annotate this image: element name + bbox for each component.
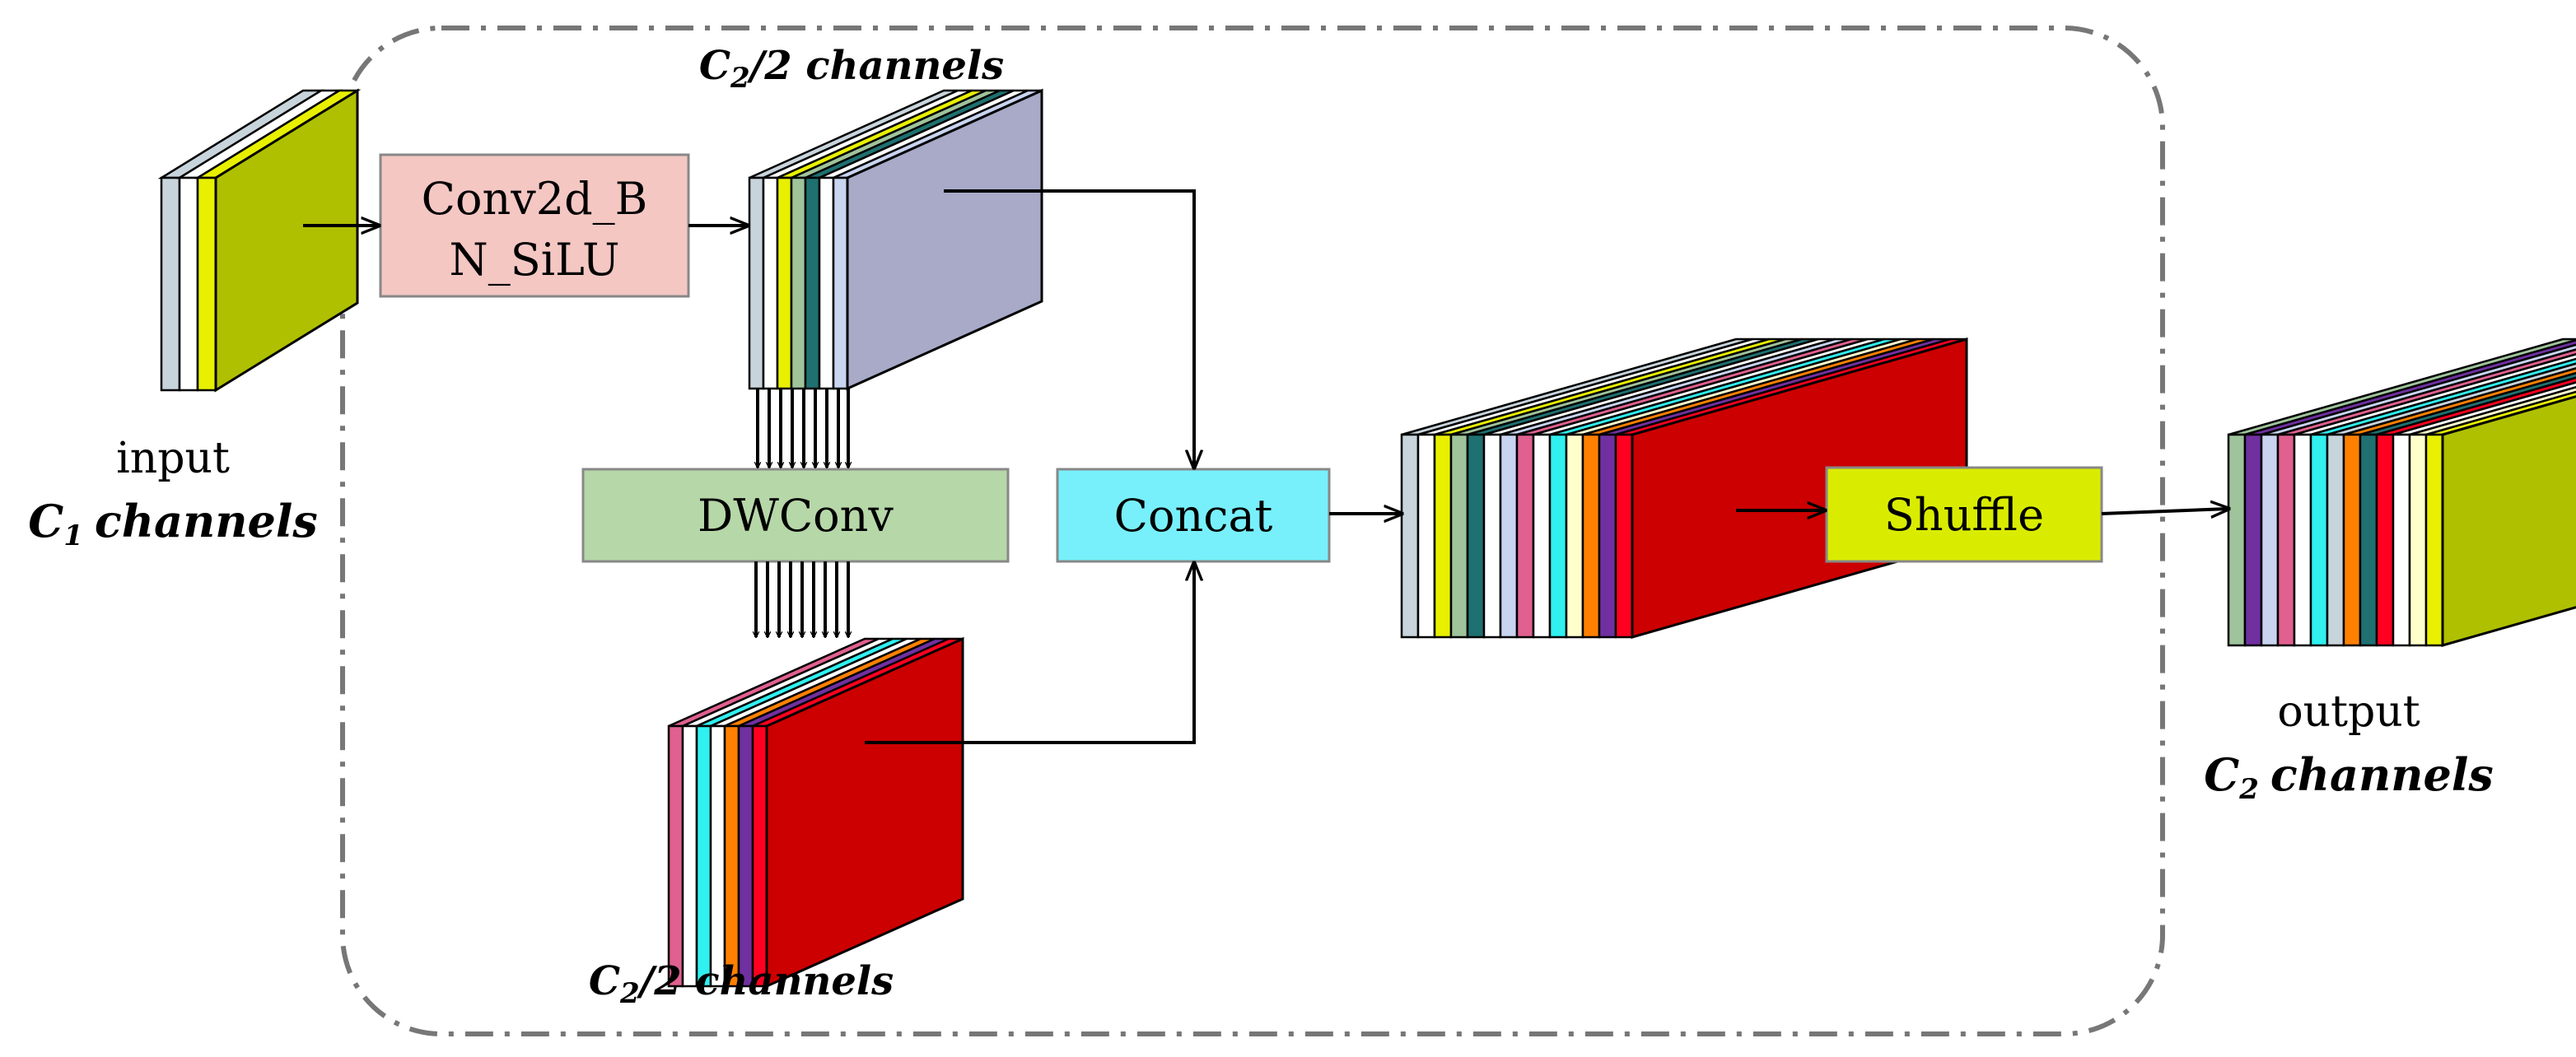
tensor-slice	[1482, 433, 1502, 639]
tensor-slice	[1598, 433, 1617, 639]
split-arrows-top	[758, 389, 848, 468]
edge-shuffle-to-output	[2101, 509, 2228, 514]
tensor-slice	[751, 724, 768, 988]
tensor-slice	[2243, 433, 2263, 647]
tensor-slice	[681, 724, 698, 988]
tensor-slice	[818, 176, 835, 390]
tensor-slice	[1565, 433, 1584, 639]
tensor-slice	[1400, 433, 1420, 639]
tensor-slice	[1466, 433, 1486, 639]
concat-tensor-icon	[1400, 338, 1968, 639]
shuffle-box: Shuffle	[1825, 466, 2103, 563]
tensor-side-face	[765, 636, 964, 989]
split-arrows-bottom	[756, 561, 848, 637]
tensor-side-face	[214, 88, 359, 393]
shuffle-label: Shuffle	[1884, 489, 2044, 541]
input-tensor-icon	[157, 88, 362, 393]
tensor-slice	[1416, 433, 1436, 639]
tensor-slice	[1581, 433, 1601, 639]
tensor-slice	[762, 176, 779, 390]
tensor-slice	[709, 724, 726, 988]
tensor-slice	[790, 176, 807, 390]
tensor-slice	[776, 176, 793, 390]
tensor-slice	[1499, 433, 1519, 639]
top-channels-label: C2/2 channels	[699, 43, 1004, 95]
tensor-slice	[178, 176, 199, 392]
tensor-slice	[2227, 433, 2247, 647]
tensor-slice	[2359, 433, 2378, 647]
tensor-slice	[1548, 433, 1568, 639]
conv-label-line2: N_SiLU	[450, 234, 620, 286]
tensor-slice	[2392, 433, 2411, 647]
bottom-half-tensor-icon	[667, 636, 964, 989]
concat-box: Concat	[1056, 468, 1331, 563]
tensor-slice	[737, 724, 754, 988]
tensor-slice	[804, 176, 821, 390]
tensor-slice	[2326, 433, 2345, 647]
concat-label: Concat	[1114, 490, 1273, 542]
dwconv-box: DWConv	[581, 468, 1010, 563]
tensor-side-face	[846, 88, 1043, 391]
tensor-side-face	[2441, 395, 2576, 647]
tensor-slice	[1449, 433, 1469, 639]
tensor-slice	[1614, 433, 1634, 639]
tensor-slice	[695, 724, 712, 988]
tensor-slice	[2293, 433, 2312, 647]
tensor-slice	[196, 176, 217, 392]
tensor-slice	[160, 176, 181, 392]
tensor-slice	[723, 724, 740, 988]
edges	[303, 189, 2228, 744]
ghost-module-border	[340, 26, 2165, 1036]
tensor-slice	[667, 724, 684, 988]
conv2d-bn-silu-box: Conv2d_B N_SiLU	[379, 153, 690, 298]
tensor-slice	[1515, 433, 1535, 639]
edge-bottom-to-concat	[865, 563, 1194, 744]
tensor-slice	[748, 176, 765, 390]
dwconv-label: DWConv	[698, 490, 894, 542]
tensor-slice	[2424, 433, 2444, 647]
tensor-slice	[1532, 433, 1552, 639]
tensor-slice	[832, 176, 849, 390]
tensor-slice	[2342, 433, 2362, 647]
tensor-slice	[2260, 433, 2280, 647]
tensor-slice	[2408, 433, 2428, 647]
tensor-slice	[2276, 433, 2296, 647]
conv-label-line1: Conv2d_B	[422, 173, 648, 225]
output-tensor-icon	[2227, 338, 2576, 647]
tensor-slice	[1433, 433, 1453, 639]
tensor-slice	[2375, 433, 2395, 647]
output-word-label: output	[2277, 687, 2420, 737]
tensor-slice	[2309, 433, 2329, 647]
input-word-label: input	[116, 434, 230, 483]
top-half-tensor-icon	[748, 88, 1043, 391]
edge-top-to-concat	[944, 189, 1194, 468]
bottom-channels-label: C2/2 channels	[589, 958, 894, 1010]
